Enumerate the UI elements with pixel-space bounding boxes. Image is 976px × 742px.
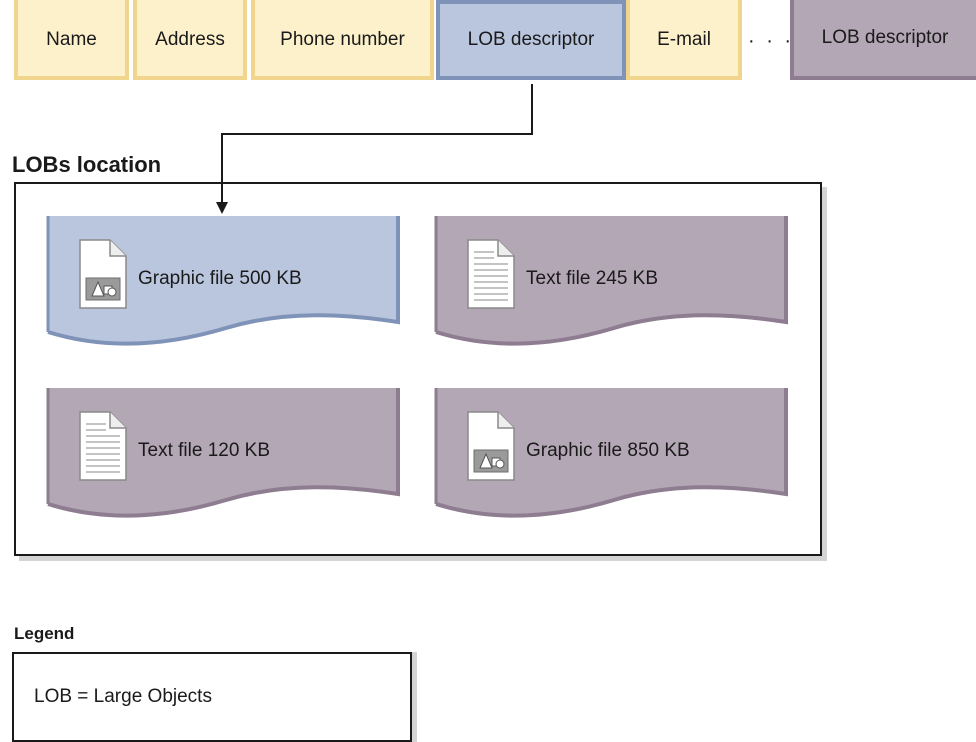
field-address-label: Address (155, 29, 225, 50)
lob-file-text-245: Text file 245 KB (434, 214, 788, 354)
field-name: Name (14, 0, 129, 80)
lobs-location-title: LOBs location (12, 152, 162, 177)
file-label: Text file 245 KB (526, 268, 659, 289)
field-lob-descriptor-purple: LOB descriptor (790, 0, 976, 80)
text-file-icon (467, 239, 515, 309)
field-lob-descriptor-label: LOB descriptor (467, 29, 595, 50)
file-label: Text file 120 KB (138, 440, 271, 461)
field-email-label: E-mail (657, 29, 711, 50)
lob-file-graphic-850: Graphic file 850 KB (434, 386, 788, 526)
file-label: Graphic file 500 KB (138, 268, 302, 289)
field-name-label: Name (46, 29, 97, 50)
legend-box: LOB = Large Objects (12, 652, 412, 742)
lob-file-text-120: Text file 120 KB (46, 386, 400, 526)
graphic-file-icon (79, 239, 127, 309)
field-address: Address (133, 0, 247, 80)
field-phone-label: Phone number (280, 29, 405, 50)
field-phone-number: Phone number (251, 0, 434, 80)
file-label: Graphic file 850 KB (526, 440, 690, 461)
field-lob-descriptor-label-2: LOB descriptor (821, 27, 949, 48)
field-lob-descriptor-blue: LOB descriptor (436, 0, 626, 80)
graphic-file-icon (467, 411, 515, 481)
legend-text: LOB = Large Objects (34, 686, 212, 707)
text-file-icon (79, 411, 127, 481)
lob-file-graphic-500: Graphic file 500 KB (46, 214, 400, 354)
ellipsis: · · · (748, 30, 795, 52)
field-email: E-mail (626, 0, 742, 80)
legend-title: Legend (14, 624, 75, 643)
